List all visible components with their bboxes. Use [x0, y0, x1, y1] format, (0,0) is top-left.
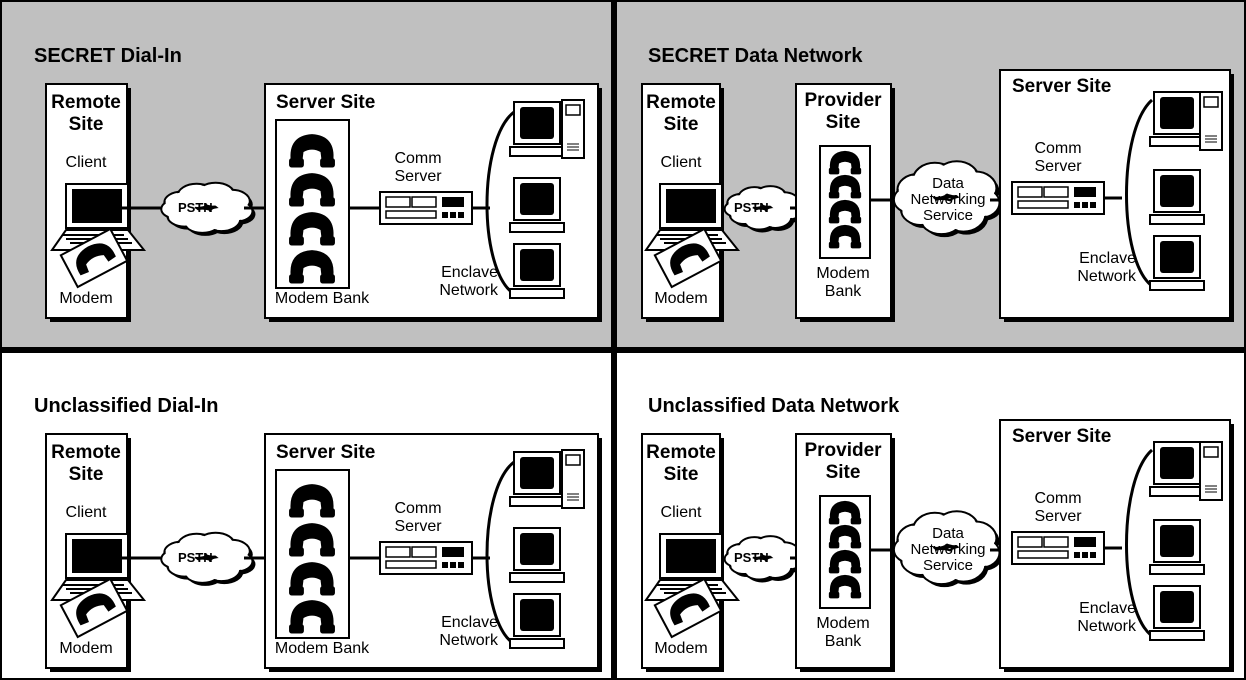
- secret-dial-in-enclave-network-label: Enclave Network: [439, 264, 498, 299]
- secret-data-network-workstation-icon-3: [1149, 235, 1205, 291]
- secret-dial-in-workstation-icon-3: [509, 243, 565, 299]
- unclassified-data-network-client-label: Client: [660, 504, 702, 521]
- secret-data-network-data-networking-label: Data Networking Service: [910, 175, 986, 224]
- unclassified-dial-in-server-tower-icon: [561, 449, 585, 509]
- unclassified-data-network-comm-server-icon: [1011, 531, 1105, 565]
- secret-data-network-server-tower-icon: [1199, 91, 1223, 151]
- unclassified-dial-in-pstn-label: PSTN: [178, 550, 213, 565]
- secret-dial-in-remote-site-title: Remote Site: [51, 92, 121, 135]
- unclassified-data-network-remote-site-title: Remote Site: [646, 442, 716, 485]
- secret-dial-in-workstation-icon-1: [509, 101, 565, 157]
- unclassified-dial-in-workstation-icon-2: [509, 527, 565, 583]
- unclassified-dial-in-modem-bank-label: Modem Bank: [274, 640, 370, 657]
- unclassified-dial-in-workstation-icon-3: [509, 593, 565, 649]
- unclassified-data-network-pstn-label: PSTN: [734, 550, 769, 565]
- unclassified-data-network-comm-server-label: Comm Server: [1034, 490, 1082, 525]
- secret-data-network-provider-site-title: Provider Site: [804, 90, 882, 133]
- secret-data-network-modem-bank-label: Modem Bank: [816, 265, 870, 300]
- secret-dial-in-workstation-icon-2: [509, 177, 565, 233]
- secret-dial-in-comm-server-label: Comm Server: [394, 150, 442, 185]
- unclassified-dial-in-remote-site-title: Remote Site: [51, 442, 121, 485]
- unclassified-dial-in-title: Unclassified Dial-In: [34, 395, 219, 417]
- unclassified-dial-in-client-label: Client: [65, 504, 107, 521]
- unclassified-dial-in-comm-server-label: Comm Server: [394, 500, 442, 535]
- secret-data-network-pstn-label: PSTN: [734, 200, 769, 215]
- secret-data-network-enclave-network-label: Enclave Network: [1077, 250, 1136, 285]
- secret-dial-in-title: SECRET Dial-In: [34, 45, 182, 67]
- secret-data-network-server-site-title: Server Site: [1012, 76, 1112, 97]
- unclassified-data-network-enclave-network-label: Enclave Network: [1077, 600, 1136, 635]
- unclassified-data-network-workstation-icon-1: [1149, 441, 1205, 497]
- unclassified-data-network-workstation-icon-2: [1149, 519, 1205, 575]
- unclassified-dial-in-workstation-icon-1: [509, 451, 565, 507]
- secret-dial-in-client-label: Client: [65, 154, 107, 171]
- secret-dial-in-server-tower-icon: [561, 99, 585, 159]
- secret-data-network-client-label: Client: [660, 154, 702, 171]
- secret-data-network-title: SECRET Data Network: [648, 45, 863, 67]
- unclassified-data-network-modem-label: Modem: [654, 640, 708, 657]
- secret-dial-in-pstn-label: PSTN: [178, 200, 213, 215]
- unclassified-data-network-title: Unclassified Data Network: [648, 395, 900, 417]
- unclassified-data-network-provider-site-title: Provider Site: [804, 440, 882, 483]
- unclassified-dial-in-server-site-title: Server Site: [276, 442, 376, 463]
- unclassified-data-network-server-site-title: Server Site: [1012, 426, 1112, 447]
- secret-data-network-comm-server-label: Comm Server: [1034, 140, 1082, 175]
- secret-data-network-remote-site-title: Remote Site: [646, 92, 716, 135]
- unclassified-data-network-workstation-icon-3: [1149, 585, 1205, 641]
- secret-dial-in-modem-label: Modem: [59, 290, 113, 307]
- unclassified-data-network-server-tower-icon: [1199, 441, 1223, 501]
- unclassified-dial-in-modem-label: Modem: [59, 640, 113, 657]
- unclassified-dial-in-comm-server-icon: [379, 541, 473, 575]
- unclassified-data-network-modem-bank-label: Modem Bank: [816, 615, 870, 650]
- secret-dial-in-server-site-title: Server Site: [276, 92, 376, 113]
- unclassified-dial-in-enclave-network-label: Enclave Network: [439, 614, 498, 649]
- unclassified-data-network-data-networking-label: Data Networking Service: [910, 525, 986, 574]
- secret-data-network-modem-label: Modem: [654, 290, 708, 307]
- secret-data-network-workstation-icon-2: [1149, 169, 1205, 225]
- secret-dial-in-modem-bank-label: Modem Bank: [274, 290, 370, 307]
- secret-dial-in-comm-server-icon: [379, 191, 473, 225]
- secret-data-network-comm-server-icon: [1011, 181, 1105, 215]
- secret-data-network-workstation-icon-1: [1149, 91, 1205, 147]
